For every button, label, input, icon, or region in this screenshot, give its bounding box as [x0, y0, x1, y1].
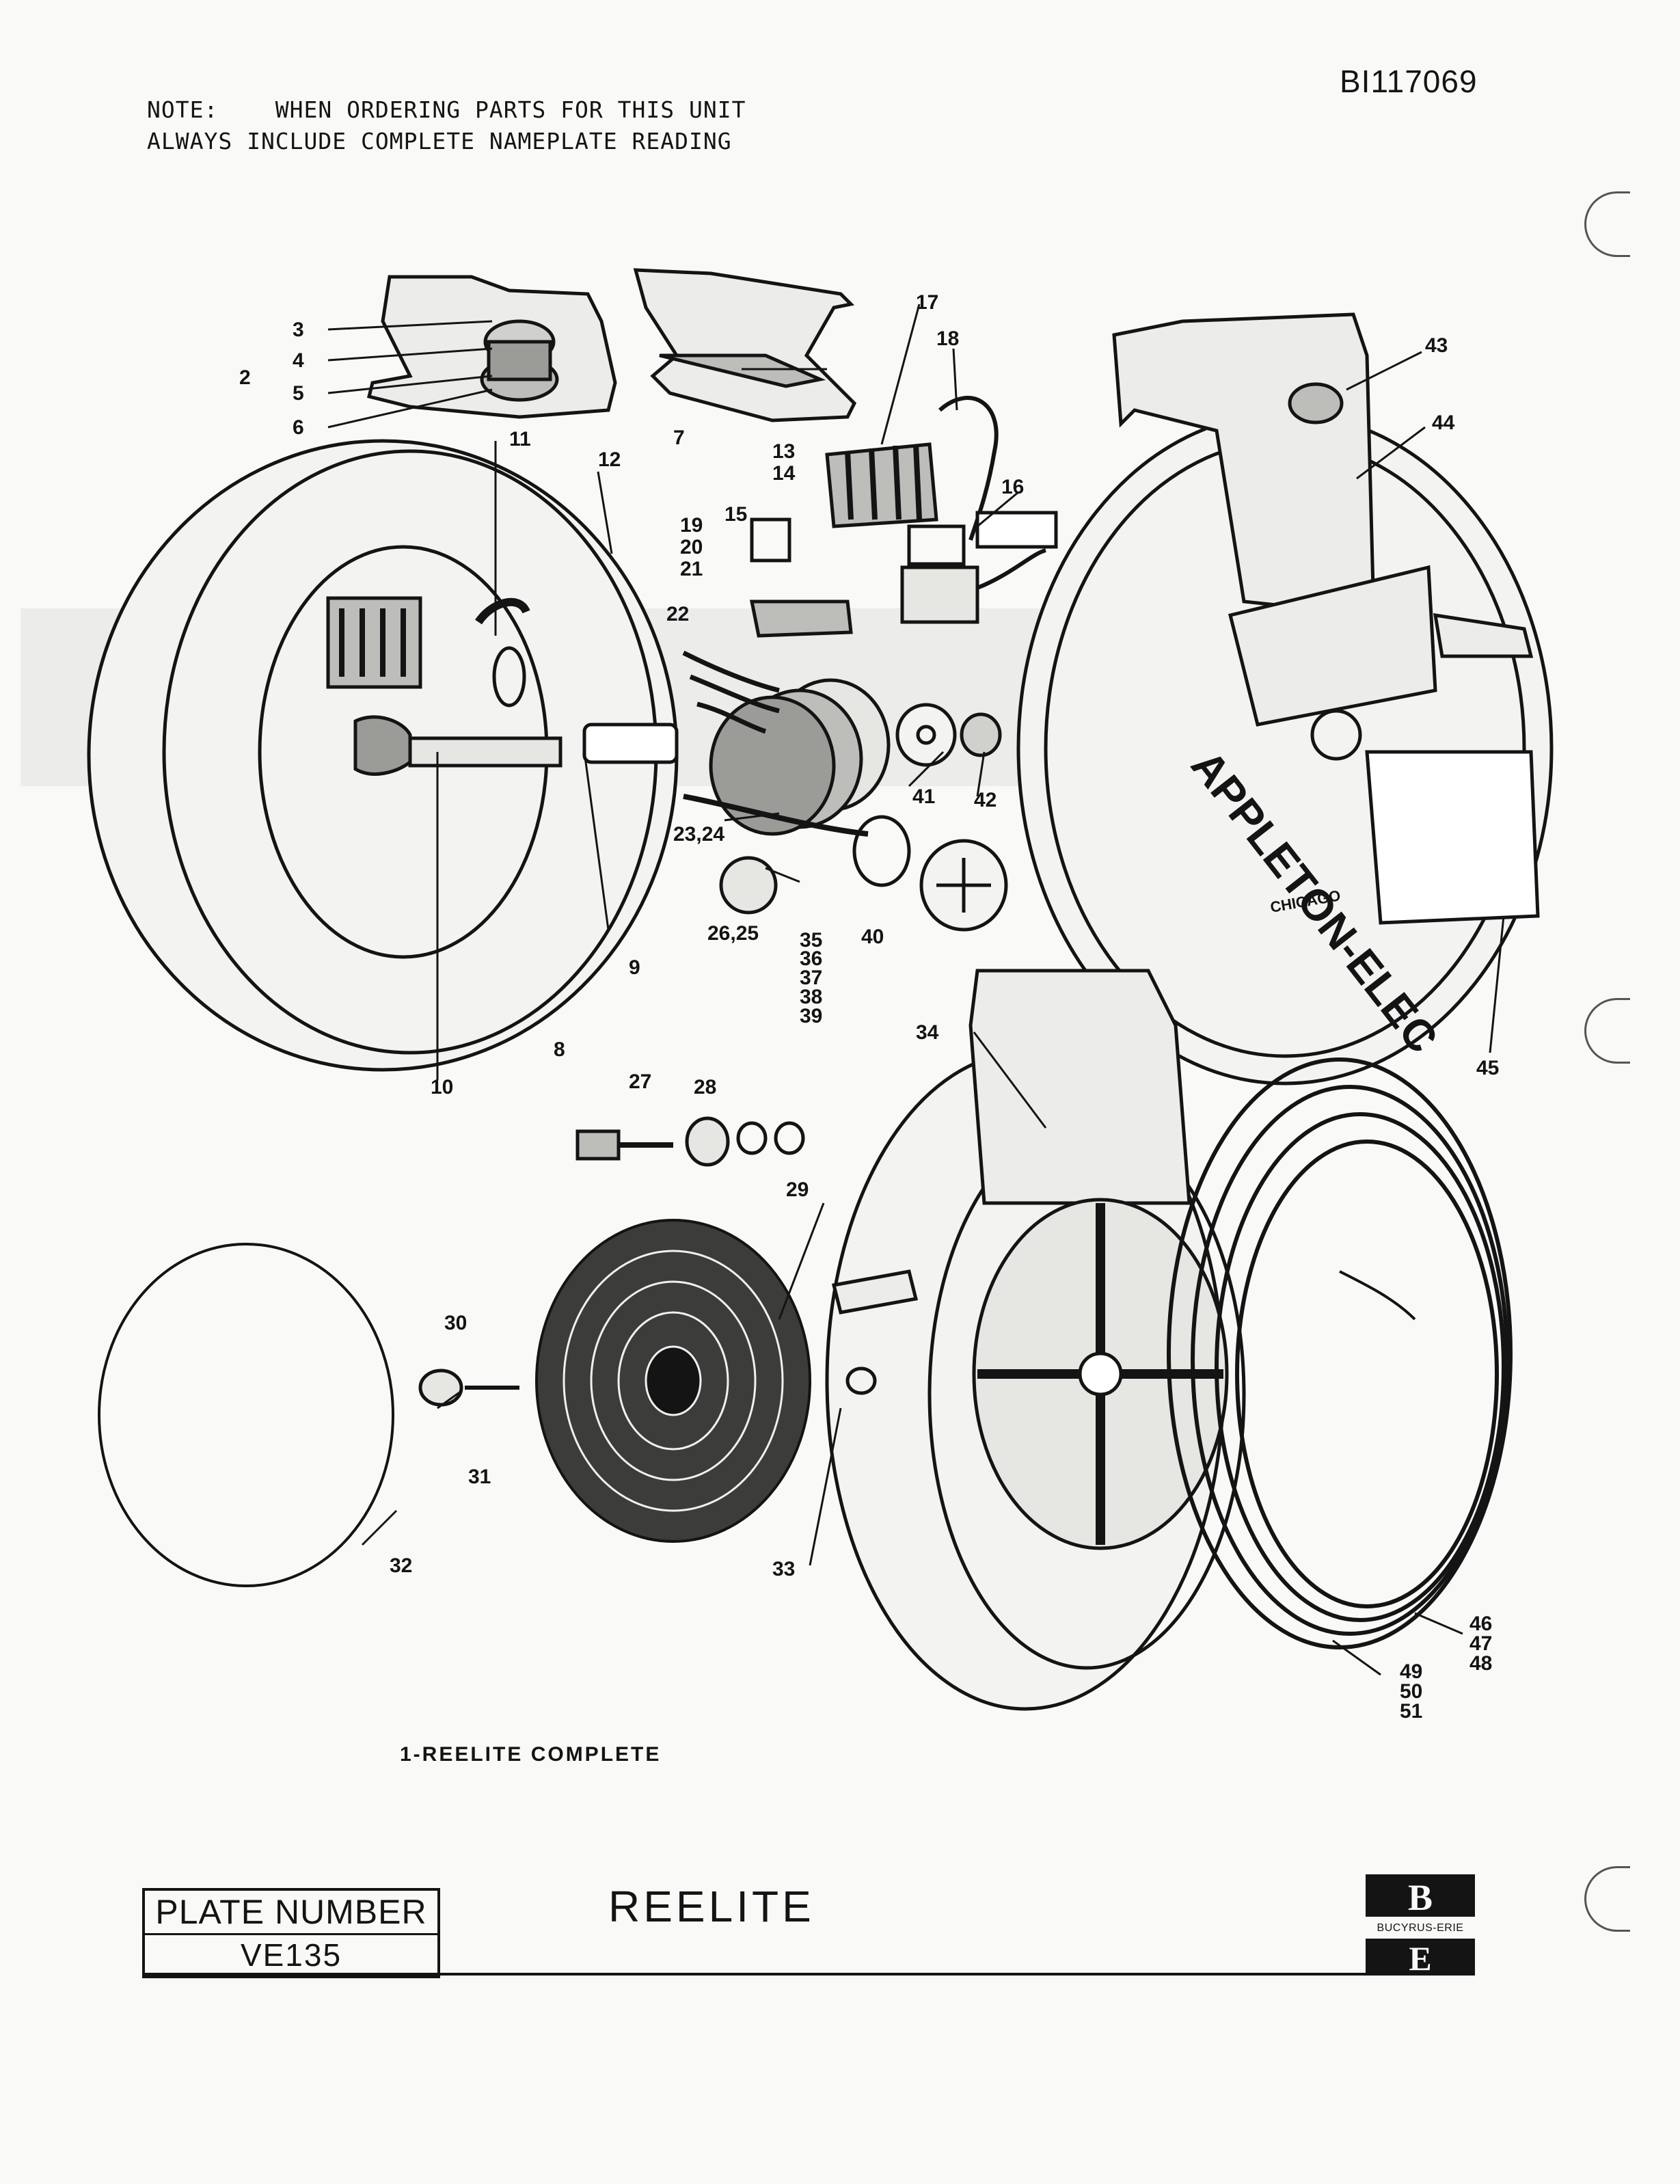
callout-leader-lines: [327, 304, 1505, 1676]
callout-label: 20: [680, 536, 703, 558]
reel-housing-front: [825, 969, 1246, 1711]
mounting-bracket-assembly: [366, 268, 857, 422]
back-plate: [87, 439, 679, 1072]
callout-label: 44: [1432, 412, 1455, 434]
callout-label: 34: [916, 1021, 939, 1044]
callout-label: 11: [509, 428, 531, 450]
callout-label: 30: [444, 1312, 467, 1334]
brand-name: BUCYRUS-ERIE: [1377, 1922, 1464, 1934]
callout-label: 6: [293, 416, 304, 439]
callout-label: 4: [293, 349, 304, 372]
callout-label: 10: [431, 1076, 453, 1098]
plate-number-value: VE135: [240, 1937, 342, 1973]
callout-label: 51: [1400, 1700, 1422, 1723]
callout-label: 22: [666, 603, 689, 625]
callout-label: 26,25: [707, 922, 759, 945]
callout-label: 41: [912, 785, 935, 808]
callout-label: 21: [680, 558, 703, 580]
callout-label: 15: [724, 503, 747, 526]
callout-label: 13: [772, 440, 795, 463]
diagram-caption: 1-REELITE COMPLETE: [400, 1743, 662, 1766]
callout-label: 2: [239, 366, 251, 389]
callout-label: 43: [1425, 334, 1448, 357]
callout-label: 9: [629, 956, 640, 979]
power-spring: [535, 1219, 811, 1543]
drawing-title: REELITE: [608, 1882, 815, 1931]
title-rule: [142, 1973, 1475, 1976]
callout-label: 38: [800, 986, 822, 1008]
callout-label: 31: [468, 1466, 491, 1488]
callout-label: 29: [786, 1178, 809, 1201]
callout-label: 7: [673, 427, 685, 449]
note-line-1: NOTE: WHEN ORDERING PARTS FOR THIS UNIT: [147, 96, 746, 123]
callout-label: 49: [1400, 1660, 1422, 1683]
callout-label: 28: [694, 1076, 716, 1098]
logo-letter-e: E: [1409, 1939, 1431, 1976]
callout-label: 14: [772, 462, 796, 485]
callout-label: 37: [800, 967, 822, 989]
callout-label: 33: [772, 1558, 795, 1580]
document-id: BI117069: [1340, 64, 1478, 99]
callout-label: 27: [629, 1070, 651, 1093]
plate-number-box: PLATE NUMBER VE135: [142, 1888, 440, 1978]
callout-label: 12: [598, 448, 621, 471]
callout-label: 32: [390, 1554, 412, 1577]
callout-label: 47: [1469, 1632, 1492, 1655]
callout-label: 5: [293, 382, 304, 405]
small-hardware: [418, 1116, 805, 1407]
reel-housing-rear: [1016, 312, 1554, 1086]
callout-label: 42: [974, 789, 997, 811]
note-line-2: ALWAYS INCLUDE COMPLETE NAMEPLATE READIN…: [147, 128, 732, 154]
bucyrus-erie-logo: B E: [1366, 1874, 1475, 1976]
callout-label: 19: [680, 514, 703, 537]
collector-ring-assembly: [682, 650, 1008, 932]
callout-label: 36: [800, 947, 822, 970]
callout-label: 3: [293, 319, 304, 341]
callout-label: 40: [861, 926, 884, 948]
callout-label: 39: [800, 1005, 822, 1027]
callout-label: 8: [554, 1038, 565, 1061]
callout-label: 46: [1469, 1613, 1492, 1635]
terminal-block-assembly: [749, 396, 1058, 638]
callout-label: 50: [1400, 1680, 1422, 1703]
logo-letter-b: B: [1408, 1877, 1433, 1918]
callout-label: 48: [1469, 1652, 1492, 1675]
plate-number-label: PLATE NUMBER: [145, 1891, 437, 1935]
callout-label: 17: [916, 291, 938, 314]
callout-label: 35: [800, 929, 822, 952]
ordering-note: NOTE: WHEN ORDERING PARTS FOR THIS UNIT …: [147, 94, 746, 157]
cover-plate: [98, 1243, 394, 1587]
callout-label: 23,24: [673, 823, 724, 846]
callout-label: 18: [936, 327, 959, 350]
cable-coils: [1167, 1057, 1513, 1649]
callout-label: 45: [1476, 1057, 1499, 1079]
callout-label: 16: [1001, 476, 1024, 498]
